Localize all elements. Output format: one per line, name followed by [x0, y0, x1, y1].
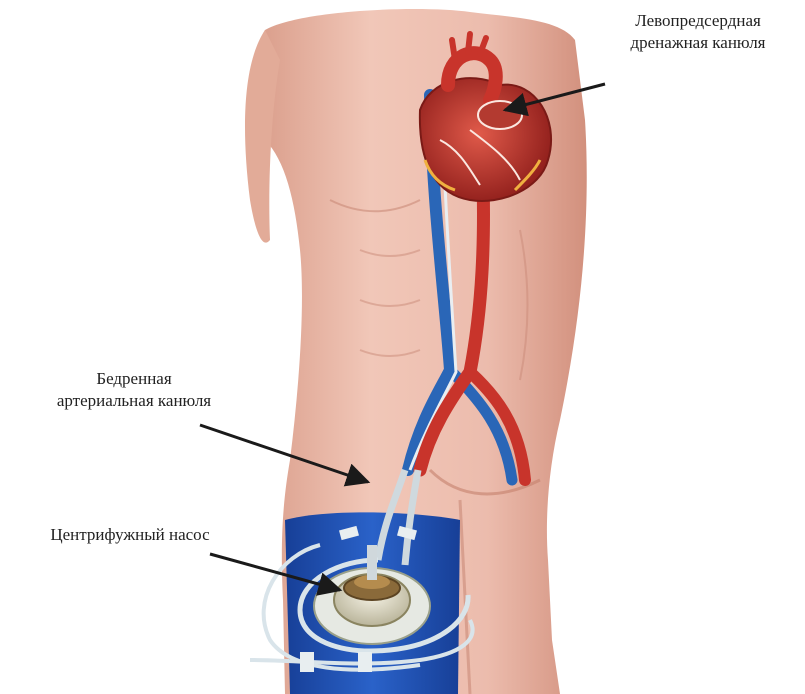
label-femoral-line2: артериальная канюля — [18, 390, 250, 412]
label-pump-line1: Центрифужный насос — [10, 524, 250, 546]
label-left-atrial-line1: Левопредсердная — [598, 10, 798, 32]
label-centrifugal-pump: Центрифужный насос — [10, 524, 250, 546]
label-femoral-arterial-cannula: Бедренная артериальная канюля — [18, 368, 250, 412]
label-left-atrial-line2: дренажная канюля — [598, 32, 798, 54]
label-femoral-line1: Бедренная — [18, 368, 250, 390]
label-left-atrial-drainage-cannula: Левопредсердная дренажная канюля — [598, 10, 798, 54]
